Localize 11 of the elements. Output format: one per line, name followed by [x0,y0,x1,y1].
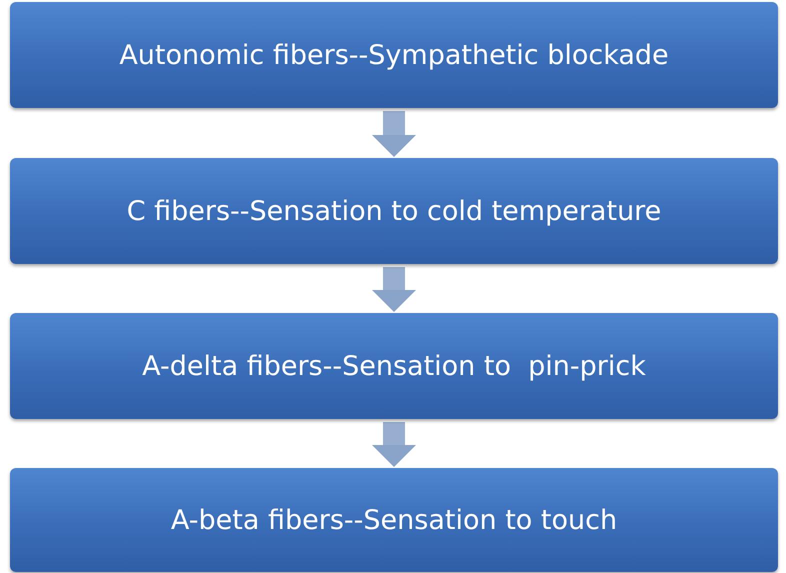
down-arrow [372,422,416,467]
box-label: A-delta fibers--Sensation to pin-prick [142,350,646,382]
box-label: C fibers--Sensation to cold temperature [126,196,662,226]
box-label: A-beta fibers--Sensation to touch [170,504,618,536]
down-arrow [372,267,416,312]
process-box [10,158,778,264]
process-box [10,313,778,419]
box-label: Autonomic fibers--Sympathetic blockade [119,40,669,70]
down-arrow [372,111,416,157]
process-box [10,2,778,108]
process-box [10,468,778,572]
